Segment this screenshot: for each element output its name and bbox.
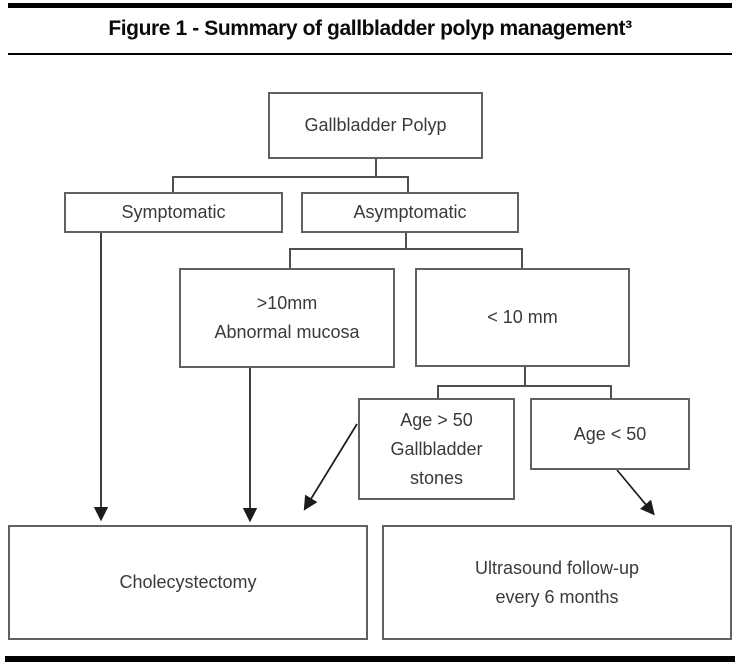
connector-root-stem — [375, 159, 377, 178]
connector-to-symptomatic — [172, 176, 174, 193]
node-age-over-50-gallbladder-stones: Age > 50 Gallbladder stones — [358, 398, 515, 500]
top-rule — [8, 3, 732, 8]
connector-under-10mm-crossbar — [437, 385, 612, 387]
connector-to-under-10mm — [521, 248, 523, 269]
node-gallbladder-polyp: Gallbladder Polyp — [268, 92, 483, 159]
connector-to-age-under-50 — [610, 385, 612, 399]
node-ultrasound-follow-up: Ultrasound follow-up every 6 months — [382, 525, 732, 640]
node-under-10mm: < 10 mm — [415, 268, 630, 367]
node-asymptomatic: Asymptomatic — [301, 192, 519, 233]
connector-to-age-over-50 — [437, 385, 439, 399]
connector-under-10mm-stem — [524, 365, 526, 387]
node-symptomatic: Symptomatic — [64, 192, 283, 233]
figure-title: Figure 1 - Summary of gallbladder polyp … — [108, 17, 632, 40]
arrow-age-under-50-to-ultrasound — [616, 469, 655, 516]
node-age-under-50: Age < 50 — [530, 398, 690, 470]
connector-to-over-10mm — [289, 248, 291, 269]
node-cholecystectomy: Cholecystectomy — [8, 525, 368, 640]
node-over-10mm-abnormal-mucosa: >10mm Abnormal mucosa — [179, 268, 395, 368]
bottom-rule — [5, 656, 735, 662]
connector-to-asymptomatic — [407, 176, 409, 193]
connector-asymptomatic-crossbar — [289, 248, 523, 250]
connector-root-crossbar — [172, 176, 409, 178]
connector-asymptomatic-stem — [405, 231, 407, 250]
arrow-age-over-50-to-cholecystectomy — [303, 423, 358, 511]
title-underline — [8, 53, 732, 55]
